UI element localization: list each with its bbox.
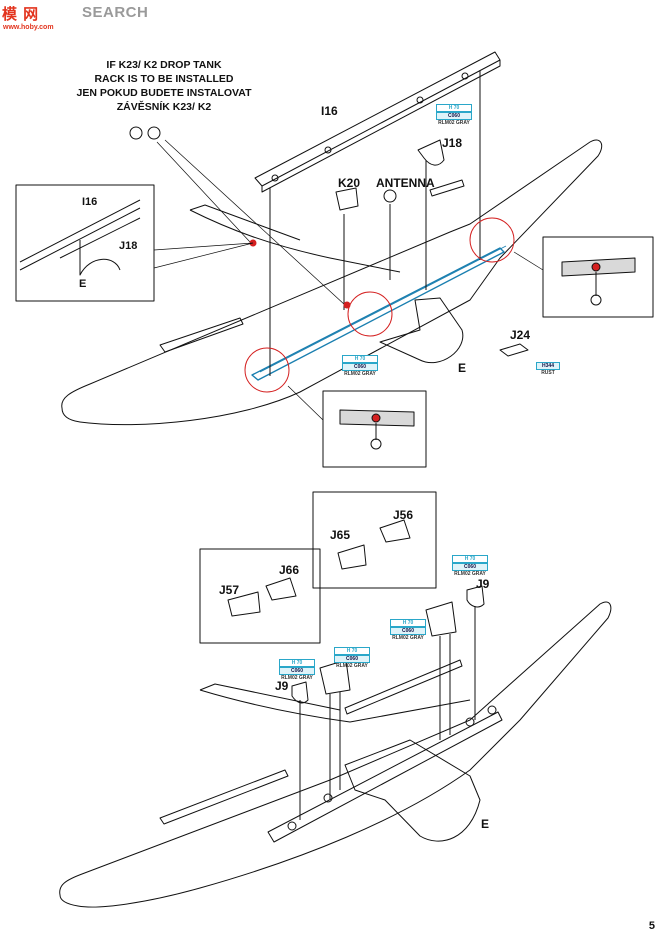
paint-callout-bottom-3: H 70 C060 RLM02 GRAY xyxy=(334,647,370,669)
bottom-wing-front-2 xyxy=(199,683,341,711)
bottom-flap-right xyxy=(344,659,463,715)
part-k20 xyxy=(335,187,359,211)
paint-name: RLM02 GRAY xyxy=(344,371,376,377)
top-fuselage-cutout xyxy=(379,297,464,364)
inset-label-i16: I16 xyxy=(82,196,98,208)
part-bracket-right xyxy=(425,601,457,637)
part-antenna xyxy=(383,189,397,203)
inset-right xyxy=(542,236,654,318)
paint-c-code: C060 xyxy=(452,563,488,571)
label-e-top: E xyxy=(458,361,467,375)
label-j56: J56 xyxy=(393,508,414,522)
label-j18: J18 xyxy=(442,136,463,150)
paint-h-code: H 70 xyxy=(279,659,315,667)
note-line-4: ZÁVĚSNÍK K23/ K2 xyxy=(116,101,212,113)
bottom-fuselage xyxy=(344,739,481,842)
paint-name: RLM02 GRAY xyxy=(336,663,368,669)
paint-h-code: H 70 xyxy=(390,619,426,627)
inset-label-j18: J18 xyxy=(119,240,138,252)
paint-h-code: H 70 xyxy=(436,104,472,112)
label-j9-right: J9 xyxy=(476,577,490,591)
label-e-bottom: E xyxy=(481,817,490,831)
paint-h-code: H 70 xyxy=(342,355,378,363)
top-wing-inner-edge xyxy=(189,209,401,273)
inset-label-e: E xyxy=(79,278,87,290)
note-line-3: JEN POKUD BUDETE INSTALOVAT xyxy=(76,87,252,99)
page-number: 5 xyxy=(648,920,655,932)
inset-mid xyxy=(322,390,427,468)
label-k20: K20 xyxy=(338,176,361,190)
paint-c-code: H344 xyxy=(536,362,560,370)
watermark-url: www.hoby.com xyxy=(3,24,54,31)
paint-c-code: C060 xyxy=(334,655,370,663)
top-centre-slot xyxy=(251,247,505,381)
bottom-spar xyxy=(267,711,503,843)
label-j66: J66 xyxy=(279,563,300,577)
note-line-2: RACK IS TO BE INSTALLED xyxy=(94,73,234,85)
paint-c-code: C060 xyxy=(342,363,378,371)
paint-name: RUST xyxy=(541,370,555,376)
top-flap-left xyxy=(159,317,244,353)
watermark-search: SEARCH xyxy=(82,4,149,21)
bottom-wing-outline xyxy=(59,601,612,908)
inset-bottom-right xyxy=(312,491,437,589)
paint-callout-bottom-4: H 70 C060 RLM02 GRAY xyxy=(279,659,315,681)
paint-c-code: C060 xyxy=(279,667,315,675)
paint-name: RLM02 GRAY xyxy=(392,635,424,641)
bottom-flap-left xyxy=(159,769,289,825)
top-flap-right xyxy=(429,179,465,197)
part-j18 xyxy=(417,139,445,166)
paint-callout-top-1: H 70 C060 RLM02 GRAY xyxy=(436,104,472,126)
label-j57: J57 xyxy=(219,583,240,597)
label-j9-left: J9 xyxy=(275,679,289,693)
label-antenna: ANTENNA xyxy=(376,176,435,190)
label-i16: I16 xyxy=(321,104,338,118)
paint-c-code: C060 xyxy=(390,627,426,635)
part-j24 xyxy=(499,343,529,357)
paint-callout-top-3: H344 RUST xyxy=(536,362,560,376)
top-wing-outline xyxy=(61,139,603,426)
paint-callout-top-2: H 70 C060 RLM02 GRAY xyxy=(342,355,378,377)
paint-callout-bottom-1: H 70 C060 RLM02 GRAY xyxy=(452,555,488,577)
paint-callout-bottom-2: H 70 C060 RLM02 GRAY xyxy=(390,619,426,641)
part-j9-left xyxy=(291,681,309,704)
part-j9-right xyxy=(466,585,485,608)
bottom-wing-front xyxy=(199,689,471,723)
label-j65: J65 xyxy=(330,528,351,542)
top-wing-inner-edge-2 xyxy=(189,204,301,241)
paint-c-code: C060 xyxy=(436,112,472,120)
paint-name: RLM02 GRAY xyxy=(454,571,486,577)
inset-bottom-left xyxy=(199,548,321,644)
paint-h-code: H 70 xyxy=(452,555,488,563)
note-line-1: IF K23/ K2 DROP TANK xyxy=(106,59,222,71)
label-j24: J24 xyxy=(510,328,531,342)
watermark-logo: 模 网 xyxy=(2,6,40,23)
paint-name: RLM02 GRAY xyxy=(438,120,470,126)
paint-name: RLM02 GRAY xyxy=(281,675,313,681)
drop-tank-note: IF K23/ K2 DROP TANK RACK IS TO BE INSTA… xyxy=(74,58,254,114)
inset-top-left xyxy=(15,184,155,302)
paint-h-code: H 70 xyxy=(334,647,370,655)
